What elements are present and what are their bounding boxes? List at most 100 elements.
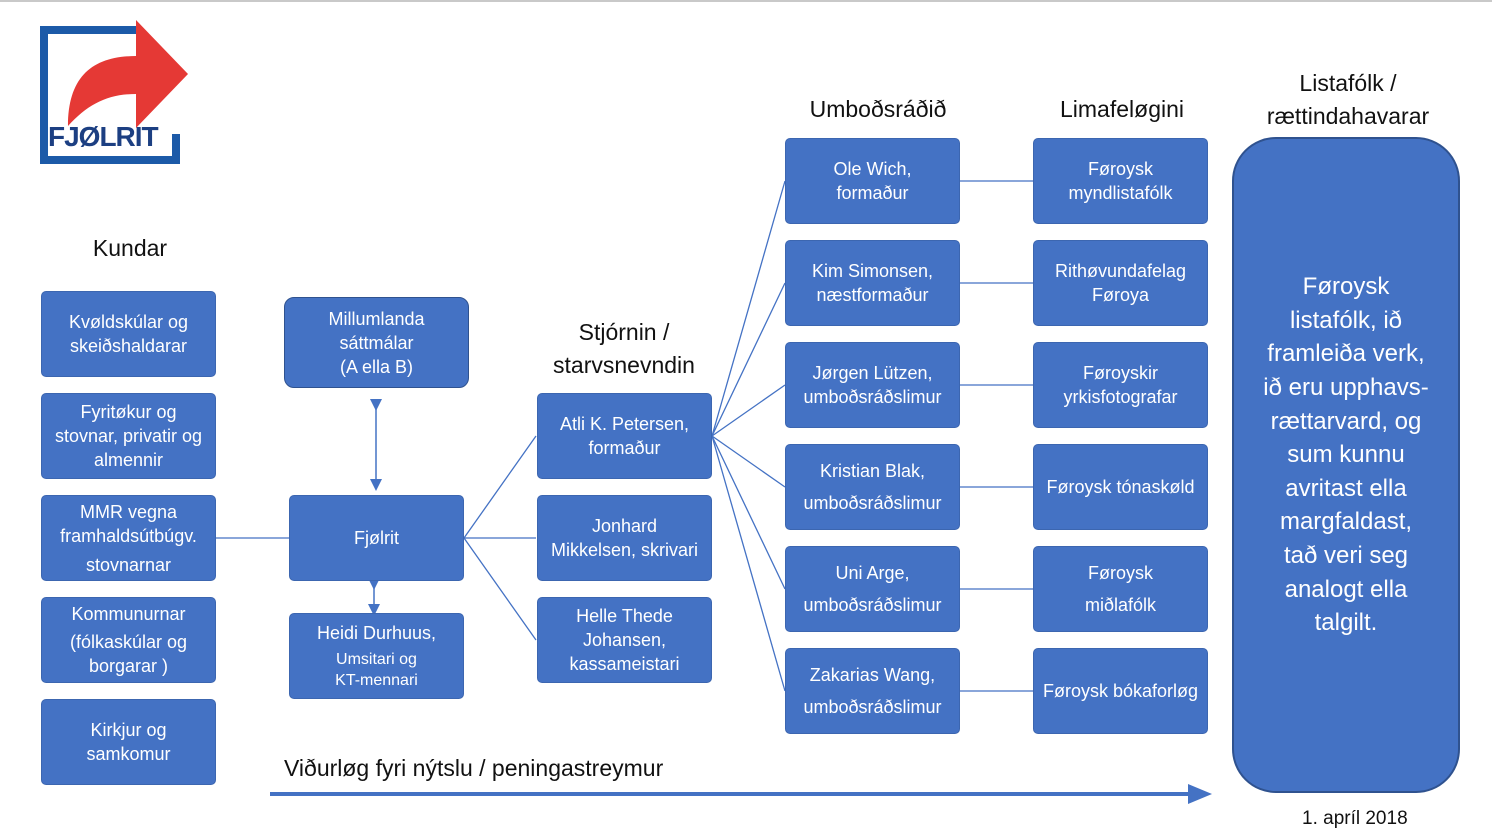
stjorn-box-line: kassameistari [569,654,680,674]
umbod-box: Kim Simonsen, næstformaður [785,240,960,326]
lima-box: Føroyskir yrkisfotografar [1033,342,1208,428]
lima-box-line: miðlafólk [1084,595,1157,615]
stjorn-box-line: Mikkelsen, skrivari [550,540,699,560]
umbod-box-line: umboðsráðslimur [803,697,942,717]
kundar-box-line: stovnar, privatir og [54,426,203,446]
kundar-box-line: framhaldsútbúgv. [60,525,197,546]
artists-line: Føroysk [1302,273,1390,301]
kundar-box-line: Kirkjur og [90,720,167,740]
umbod-box-line: umboðsráðslimur [803,493,942,513]
umbod-box-line: Kristian Blak, [819,461,926,481]
artists-line: margfaldast, [1279,508,1413,536]
millumlanda-line: Millumlanda [328,308,425,329]
fjolrit-box: Fjølrit [289,495,464,581]
stjorn-box: Jonhard Mikkelsen, skrivari [537,495,712,581]
lima-box-line: Føroya [1091,285,1149,305]
header-listafolk-line-1: Listafólk / [1299,70,1397,96]
lima-box: Føroysk miðlafólk [1033,546,1208,632]
umbod-box: Jørgen Lützen, umboðsráðslimur [785,342,960,428]
umbod-box-line: Ole Wich, [833,159,912,179]
header-stjorn-line-1: Stjórnin / [578,319,670,345]
kundar-box-line: Kvøldskúlar og [68,312,189,332]
heidi-role-line-1: Umsitari og [336,651,417,668]
connector-atli-uni [711,435,786,590]
lima-box-line: Føroysk [1088,563,1153,583]
lima-box: Rithøvundafelag Føroya [1033,240,1208,326]
kundar-box-line: stovnarnar [85,554,172,575]
kundar-box-line: Fyritøkur og [80,402,177,422]
stjorn-box: Atli K. Petersen, formaður [537,393,712,479]
lima-box: Føroysk tónaskøld [1033,444,1208,530]
lima-box-line: Føroysk bókaforløg [1042,681,1199,701]
umbod-box-line: umboðsráðslimur [803,387,942,407]
top-rule [0,0,1492,2]
umbod-box-line: Jørgen Lützen, [812,363,933,383]
connector-atli-kristian [711,435,786,488]
umbod-box-line: Zakarias Wang, [809,665,936,685]
stjorn-box-line: Helle Thede [576,606,673,626]
artists-line: talgilt. [1314,609,1378,637]
connector-fjolrit-atli [463,435,537,539]
header-limafeloegini: Limafeløgini [1060,96,1184,122]
header-stjorn: Stjórnin / starvsnevndin [530,316,718,382]
connector-atli-kim [711,282,786,437]
artists-box: Føroysk listafólk, ið framleiða verk, ið… [1232,137,1460,793]
kundar-box: Kvøldskúlar og skeiðshaldarar [41,291,216,377]
header-listafolk-line-2: rættindahavarar [1266,103,1430,129]
artists-line: framleiða verk, [1267,340,1425,368]
artists-line: listafólk, ið [1289,306,1403,334]
heidi-box: Heidi Durhuus, Umsitari og KT-mennari [289,613,464,699]
connector-atli-ole [711,180,786,437]
artists-line: sum kunnu [1287,441,1405,469]
artists-line: avritast ella [1285,474,1407,502]
umbod-box: Zakarias Wang, umboðsráðslimur [785,648,960,734]
kundar-box-line: MMR vegna [79,501,178,522]
artists-line: ið eru upphavs- [1263,374,1429,402]
artists-line: tað veri seg [1283,541,1409,569]
kundar-box-line: skeiðshaldarar [69,336,188,356]
lima-box-line: yrkisfotografar [1063,387,1178,407]
stjorn-box: Helle Thede Johansen, kassameistari [537,597,712,683]
logo-text: FJØLRIT [48,121,159,152]
lima-box: Føroysk myndlistafólk [1033,138,1208,224]
logo-arrow-icon [40,20,188,164]
heidi-name: Heidi Durhuus, [316,623,437,643]
kundar-box: Fyritøkur og stovnar, privatir og almenn… [41,393,216,479]
kundar-box-line: (fólkaskúlar og [69,632,188,652]
lima-box-line: Rithøvundafelag [1054,261,1187,281]
stjorn-box-line: Jonhard [591,516,658,536]
umbod-box: Uni Arge, umboðsráðslimur [785,546,960,632]
lima-box-line: Føroysk tónaskøld [1046,477,1195,497]
kundar-box-line: samkomur [86,744,171,764]
umbod-box: Kristian Blak, umboðsráðslimur [785,444,960,530]
connector-atli-jorgen [711,384,786,437]
money-flow-label: Viðurløg fyri nýtslu / peningastreymur [284,755,664,781]
lima-box-line: Føroyskir [1083,363,1158,383]
kundar-box-line: almennir [93,450,164,470]
umbod-box-line: Uni Arge, [835,563,910,583]
kundar-box: Kommunurnar (fólkaskúlar og borgarar ) [41,597,216,683]
stjorn-box-line: formaður [588,438,661,458]
heidi-role-line-2: KT-mennari [335,672,418,689]
umbod-box-line: formaður [836,183,909,203]
umbod-box-line: næstformaður [816,285,929,305]
millumlanda-line: sáttmálar [339,332,414,353]
header-stjorn-line-2: starvsnevndin [553,352,695,378]
umbod-box-line: Kim Simonsen, [811,261,934,281]
header-kundar: Kundar [92,235,168,261]
kundar-box-line: borgarar ) [88,656,169,676]
millumlanda-line: (A ella B) [339,356,414,377]
header-umbodsradid: Umboðsráðið [809,96,947,122]
kundar-box-line: Kommunurnar [71,604,186,624]
header-listafolk: Listafólk / rættindahavarar [1242,67,1454,133]
connector-fjolrit-helle [463,537,537,641]
money-flow-arrow-head [1188,784,1212,804]
stjorn-box-line: Johansen, [582,630,667,650]
stjorn-box-line: Atli K. Petersen, [559,414,690,434]
artists-line: analogt ella [1284,575,1408,603]
umbod-box-line: umboðsráðslimur [803,595,942,615]
kundar-box: MMR vegna framhaldsútbúgv. stovnarnar [41,495,216,581]
lima-box: Føroysk bókaforløg [1033,648,1208,734]
kundar-box: Kirkjur og samkomur [41,699,216,785]
